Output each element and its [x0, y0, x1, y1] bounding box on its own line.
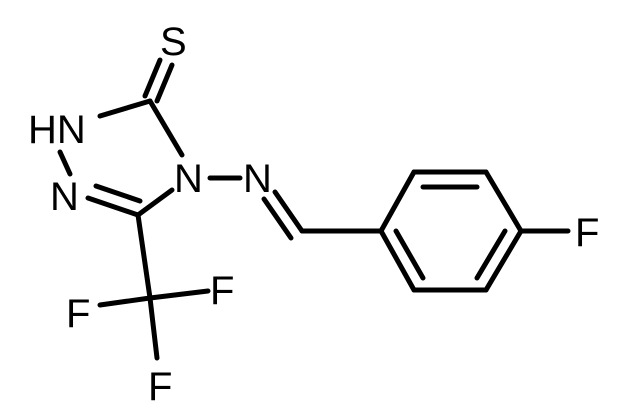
bond-cf3-f-right	[147, 288, 211, 301]
bond-ring-4	[483, 228, 524, 293]
bond-ring-3	[483, 169, 524, 234]
bond-cf3-f-left	[97, 295, 153, 308]
bond-layer	[57, 57, 571, 361]
bond-c3-n2	[97, 98, 153, 119]
atom-label-f-cf3-bottom: F	[148, 365, 172, 409]
bond-ring-1	[378, 169, 417, 234]
atom-label-hn: HN	[28, 108, 86, 152]
bond-n1-c5-inner	[93, 183, 143, 204]
bond-c-s-outer	[142, 57, 163, 99]
atom-label-n-imine: N	[243, 157, 272, 201]
atom-label-f-cf3-right: F	[210, 269, 234, 313]
atom-label-s: S	[160, 20, 187, 64]
bond-c5-n4	[135, 187, 175, 218]
bond-c3-n4	[147, 98, 185, 158]
bond-ring-inner-right	[474, 228, 508, 281]
atom-label-n4: N	[174, 157, 203, 201]
bond-n1-n2	[57, 149, 73, 177]
atom-label-f-aryl: F	[575, 211, 599, 255]
bond-n1-c5-outer	[85, 195, 141, 218]
bond-c5-cf3	[135, 212, 153, 301]
atom-label-f-cf3-left: F	[66, 292, 90, 336]
atom-labels: S HN N N N F F F F	[28, 20, 599, 409]
bond-imine-outer	[272, 189, 305, 234]
bond-c-s-inner	[154, 62, 175, 104]
atom-label-n-triazole: N	[50, 175, 79, 219]
bond-ring-6	[378, 228, 417, 293]
bond-cf3-f-bottom	[147, 295, 160, 361]
bond-ring-inner-left	[393, 228, 426, 281]
bond-imine-inner	[261, 196, 294, 241]
